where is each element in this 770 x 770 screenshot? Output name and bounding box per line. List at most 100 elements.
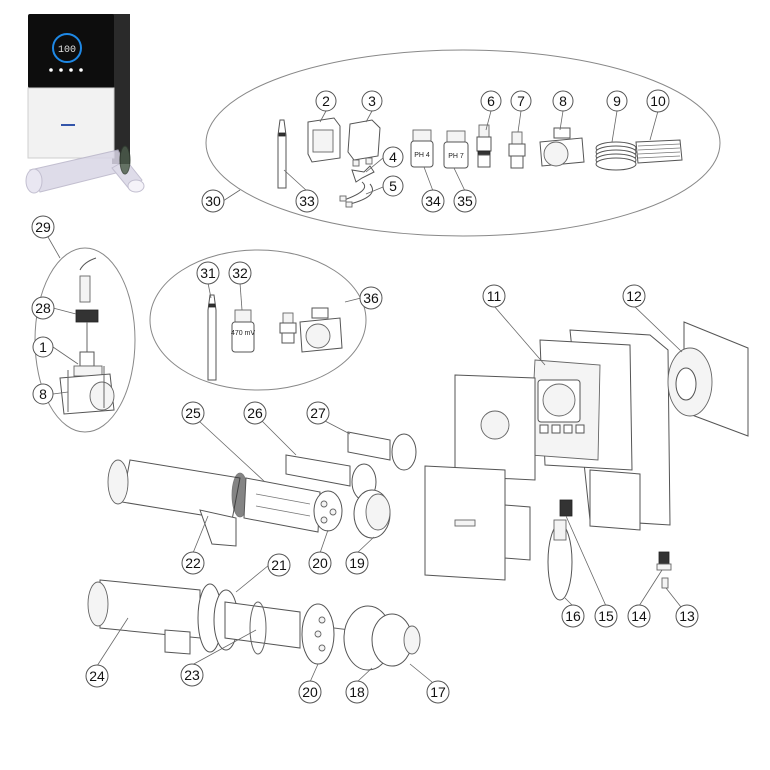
callout-36[interactable]: 36 bbox=[359, 286, 383, 310]
part-31-orp-probe bbox=[207, 294, 217, 381]
group-36-outline bbox=[149, 249, 367, 391]
callout-circle bbox=[196, 261, 220, 285]
callout-number: 12 bbox=[626, 288, 642, 304]
callout-circle bbox=[306, 401, 330, 425]
callout-35[interactable]: 35 bbox=[453, 189, 477, 213]
display-value: 100 bbox=[58, 45, 76, 56]
product-photo: 100 bbox=[25, 14, 145, 194]
callout-11[interactable]: 11 bbox=[482, 284, 506, 308]
callout-13[interactable]: 13 bbox=[675, 604, 699, 628]
callout-number: 35 bbox=[457, 193, 473, 209]
unit-side-panel bbox=[112, 14, 130, 164]
callout-number: 11 bbox=[487, 288, 502, 304]
callout-25[interactable]: 25 bbox=[181, 401, 205, 425]
callout-12[interactable]: 12 bbox=[622, 284, 646, 308]
callout-number: 4 bbox=[389, 149, 397, 165]
callout-circle bbox=[421, 189, 445, 213]
callout-circle bbox=[345, 551, 369, 575]
callout-number: 17 bbox=[430, 684, 446, 700]
part-6-injection-valve bbox=[476, 124, 492, 168]
part-17-end-cap bbox=[371, 613, 421, 667]
callout-4[interactable]: 4 bbox=[382, 146, 404, 168]
callout-circle bbox=[298, 680, 322, 704]
callout-number: 18 bbox=[349, 684, 365, 700]
callout-number: 21 bbox=[271, 557, 287, 573]
leader-lines bbox=[47, 110, 683, 683]
part-27-electrode bbox=[347, 431, 417, 471]
callout-3[interactable]: 3 bbox=[361, 90, 383, 112]
callout-circle bbox=[181, 551, 205, 575]
callout-number: 30 bbox=[205, 193, 221, 209]
callout-circle bbox=[228, 261, 252, 285]
callout-number: 34 bbox=[425, 193, 441, 209]
part-33-ph-probe bbox=[277, 119, 287, 189]
part-8-saddle-clamp-c bbox=[299, 307, 343, 353]
callout-8-group29[interactable]: 8 bbox=[32, 383, 54, 405]
callout-number: 5 bbox=[389, 178, 397, 194]
callout-34[interactable]: 34 bbox=[421, 189, 445, 213]
callout-17[interactable]: 17 bbox=[426, 680, 450, 704]
callout-7[interactable]: 7 bbox=[510, 90, 532, 112]
part-20-electrode-cap bbox=[313, 490, 343, 532]
callout-circle bbox=[201, 189, 225, 213]
callout-circle bbox=[315, 90, 337, 112]
callout-number: 25 bbox=[185, 405, 201, 421]
part-5-pump-tube bbox=[339, 181, 373, 208]
callout-circle bbox=[382, 175, 404, 197]
callout-15[interactable]: 15 bbox=[594, 604, 618, 628]
part-19-union-nut bbox=[353, 489, 391, 539]
part-8-saddle-clamp bbox=[539, 127, 585, 167]
callout-10[interactable]: 10 bbox=[646, 89, 670, 113]
callout-1[interactable]: 1 bbox=[32, 336, 54, 358]
callout-6[interactable]: 6 bbox=[480, 90, 502, 112]
callout-24[interactable]: 24 bbox=[85, 664, 109, 688]
part-22-cell-body bbox=[107, 459, 249, 547]
callout-9[interactable]: 9 bbox=[606, 90, 628, 112]
callout-32[interactable]: 32 bbox=[228, 261, 252, 285]
part-14-fuse-holder bbox=[656, 551, 672, 571]
callout-circle bbox=[345, 680, 369, 704]
callout-2[interactable]: 2 bbox=[315, 90, 337, 112]
callout-28[interactable]: 28 bbox=[31, 296, 55, 320]
callout-number: 7 bbox=[517, 93, 525, 109]
part-15-connector bbox=[559, 499, 573, 517]
callout-20[interactable]: 20 bbox=[308, 551, 332, 575]
callout-circle bbox=[181, 401, 205, 425]
callout-26[interactable]: 26 bbox=[243, 401, 267, 425]
callout-19[interactable]: 19 bbox=[345, 551, 369, 575]
callout-16[interactable]: 16 bbox=[561, 604, 585, 628]
orp-label: 470 mV bbox=[231, 330, 255, 337]
indicator-dot bbox=[79, 68, 83, 72]
part-35-ph7-buffer: PH 7 bbox=[443, 130, 469, 169]
callout-23[interactable]: 23 bbox=[180, 663, 204, 687]
callout-30[interactable]: 30 bbox=[201, 189, 225, 213]
part-24-cell-housing bbox=[87, 579, 223, 655]
callout-5[interactable]: 5 bbox=[382, 175, 404, 197]
callout-31[interactable]: 31 bbox=[196, 261, 220, 285]
callout-circle bbox=[622, 284, 646, 308]
callout-29[interactable]: 29 bbox=[31, 215, 55, 239]
callout-circle bbox=[561, 604, 585, 628]
callout-number: 13 bbox=[679, 608, 695, 624]
callout-number: 20 bbox=[312, 555, 328, 571]
callout-circle bbox=[675, 604, 699, 628]
part-9-tube-coil bbox=[595, 141, 637, 171]
callout-circle bbox=[510, 90, 532, 112]
callout-8[interactable]: 8 bbox=[552, 90, 574, 112]
callout-18[interactable]: 18 bbox=[345, 680, 369, 704]
part-7-fitting-b bbox=[279, 312, 297, 344]
callout-number: 32 bbox=[232, 265, 248, 281]
callout-20[interactable]: 20 bbox=[298, 680, 322, 704]
callout-number: 26 bbox=[247, 405, 263, 421]
callout-33[interactable]: 33 bbox=[295, 189, 319, 213]
callout-27[interactable]: 27 bbox=[306, 401, 330, 425]
callout-14[interactable]: 14 bbox=[627, 604, 651, 628]
unit-body bbox=[27, 87, 115, 159]
callout-22[interactable]: 22 bbox=[181, 551, 205, 575]
indicator-dot bbox=[59, 68, 63, 72]
callout-21[interactable]: 21 bbox=[267, 553, 291, 577]
part-16-sensor-cable bbox=[547, 519, 573, 601]
brand-logo bbox=[61, 124, 75, 126]
part-32-orp-buffer: 470 mV bbox=[231, 309, 255, 353]
